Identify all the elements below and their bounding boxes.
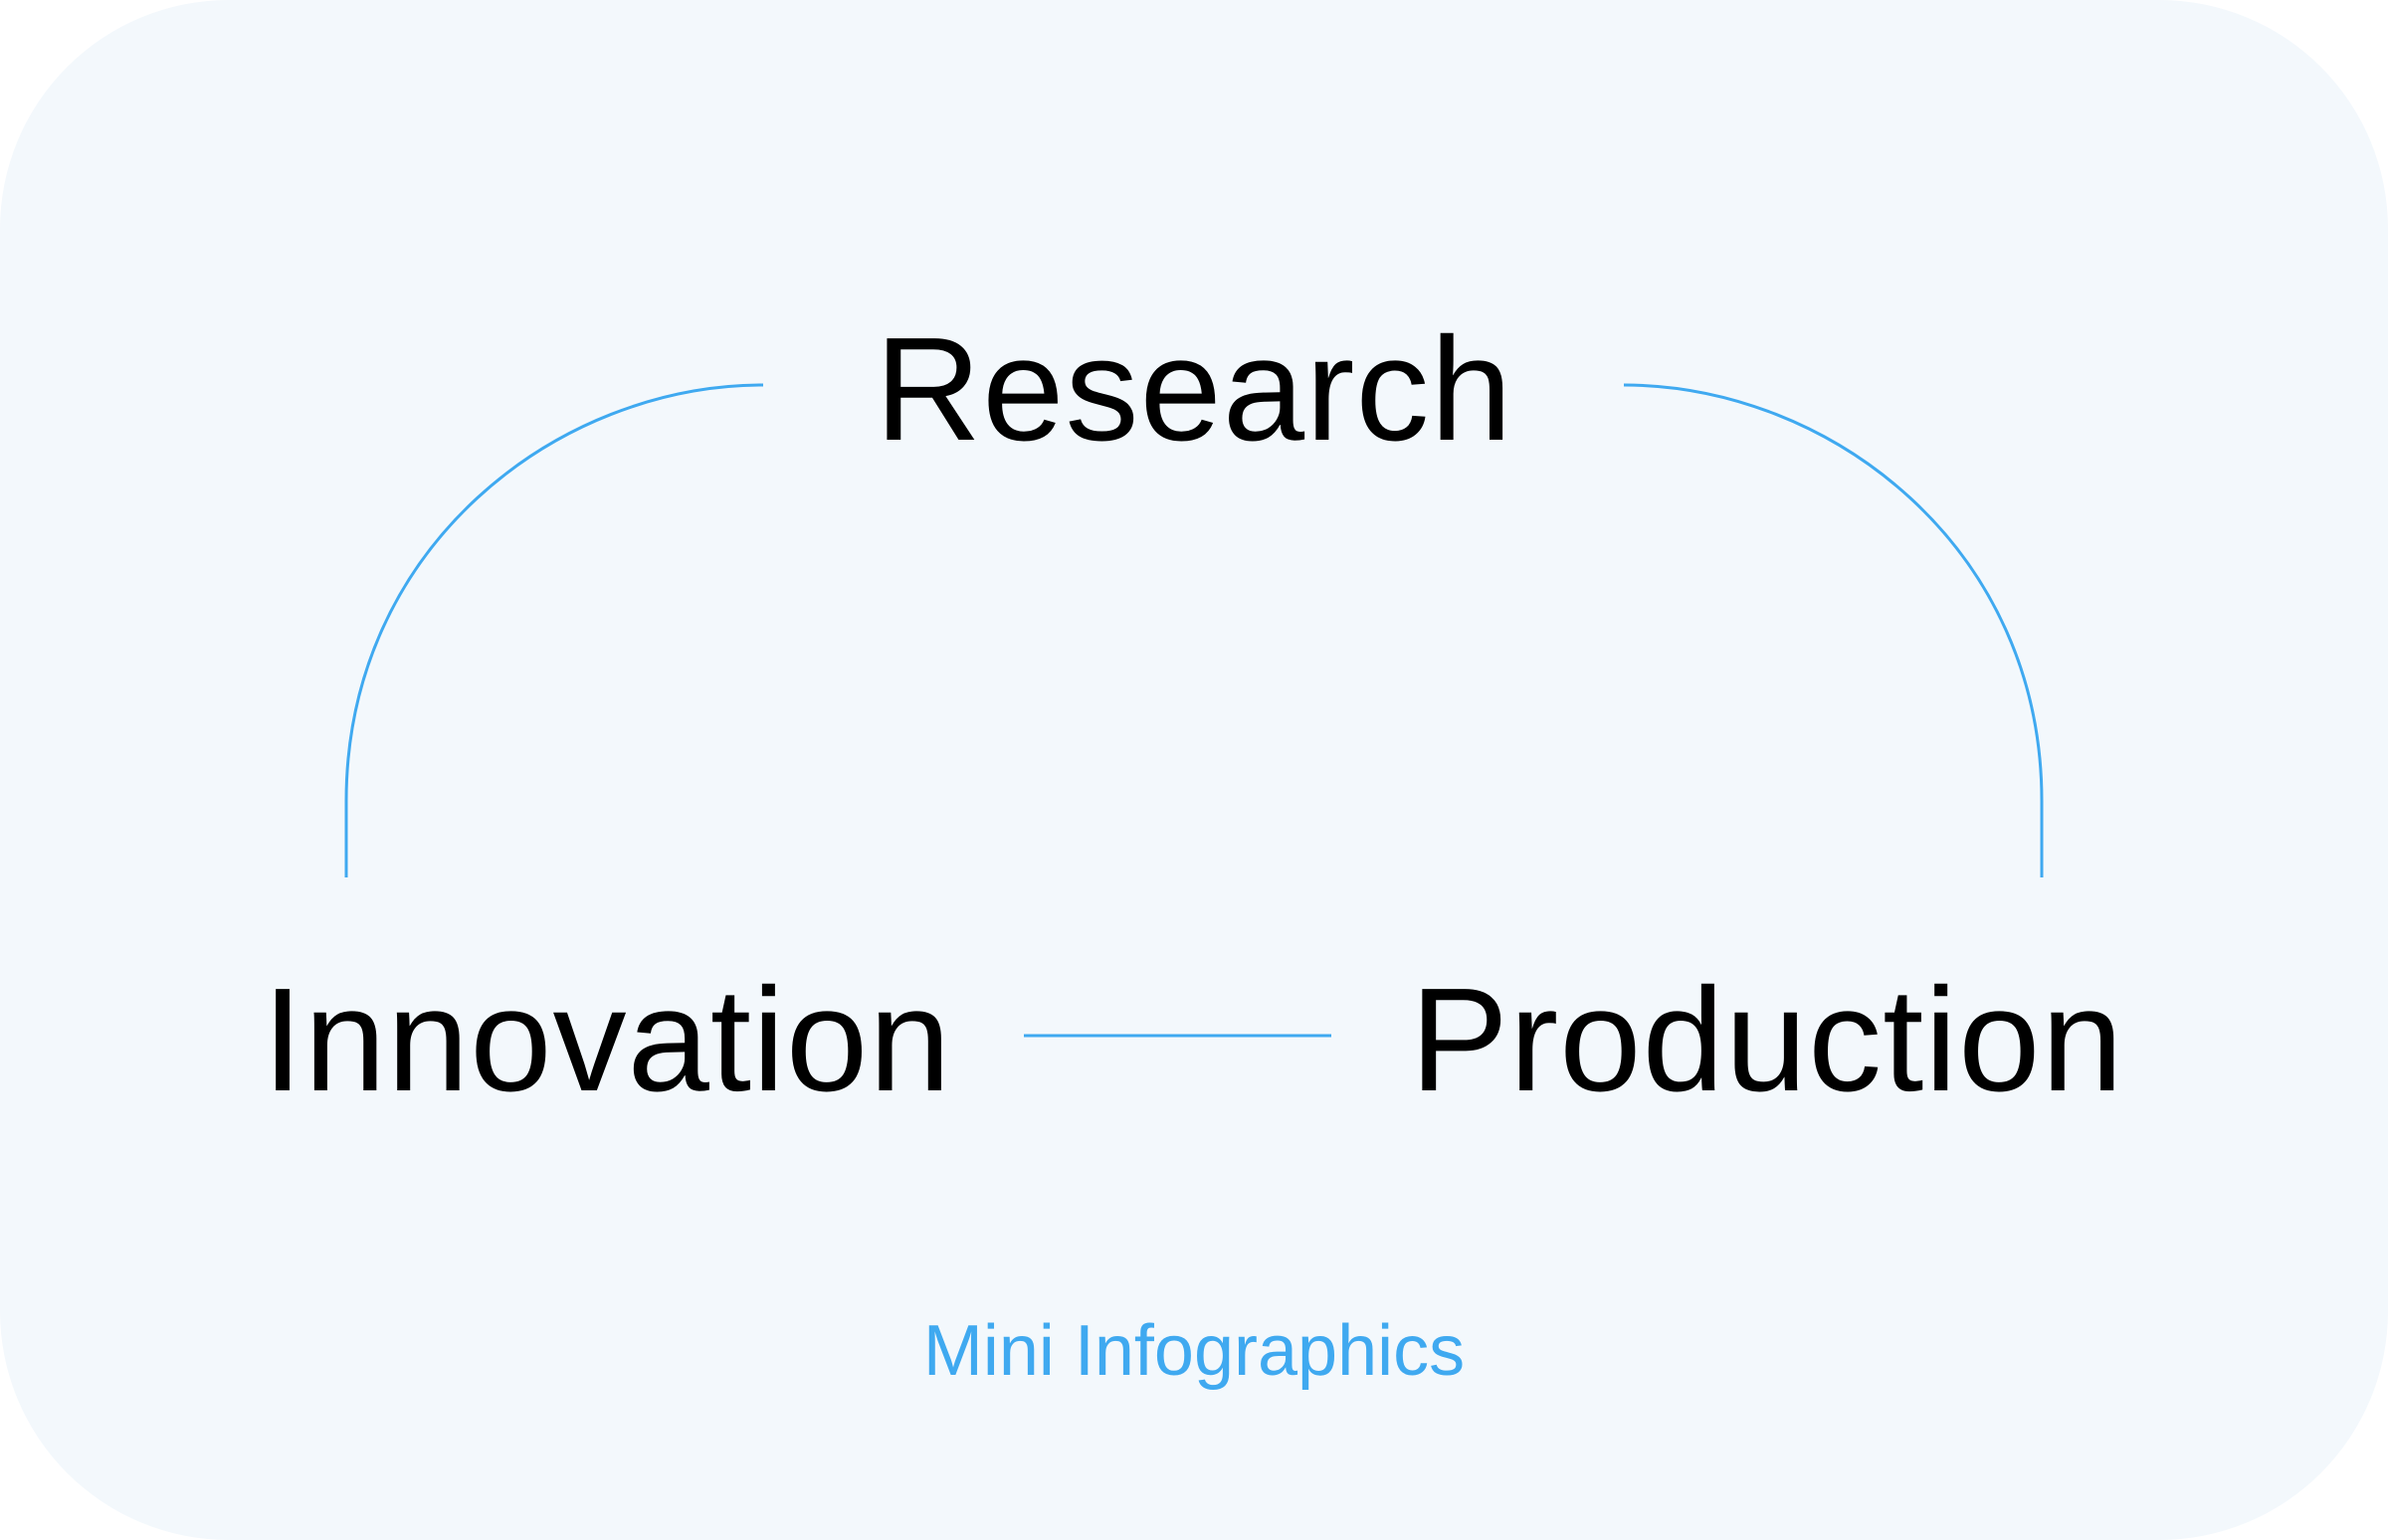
node-research: Research xyxy=(875,307,1513,472)
connector-research-innovation xyxy=(344,383,764,877)
node-production: Production xyxy=(1410,958,2124,1122)
node-innovation: Innovation xyxy=(262,958,952,1122)
footer-caption: Mini Infographics xyxy=(922,1311,1466,1391)
connector-research-production xyxy=(1623,383,2044,877)
